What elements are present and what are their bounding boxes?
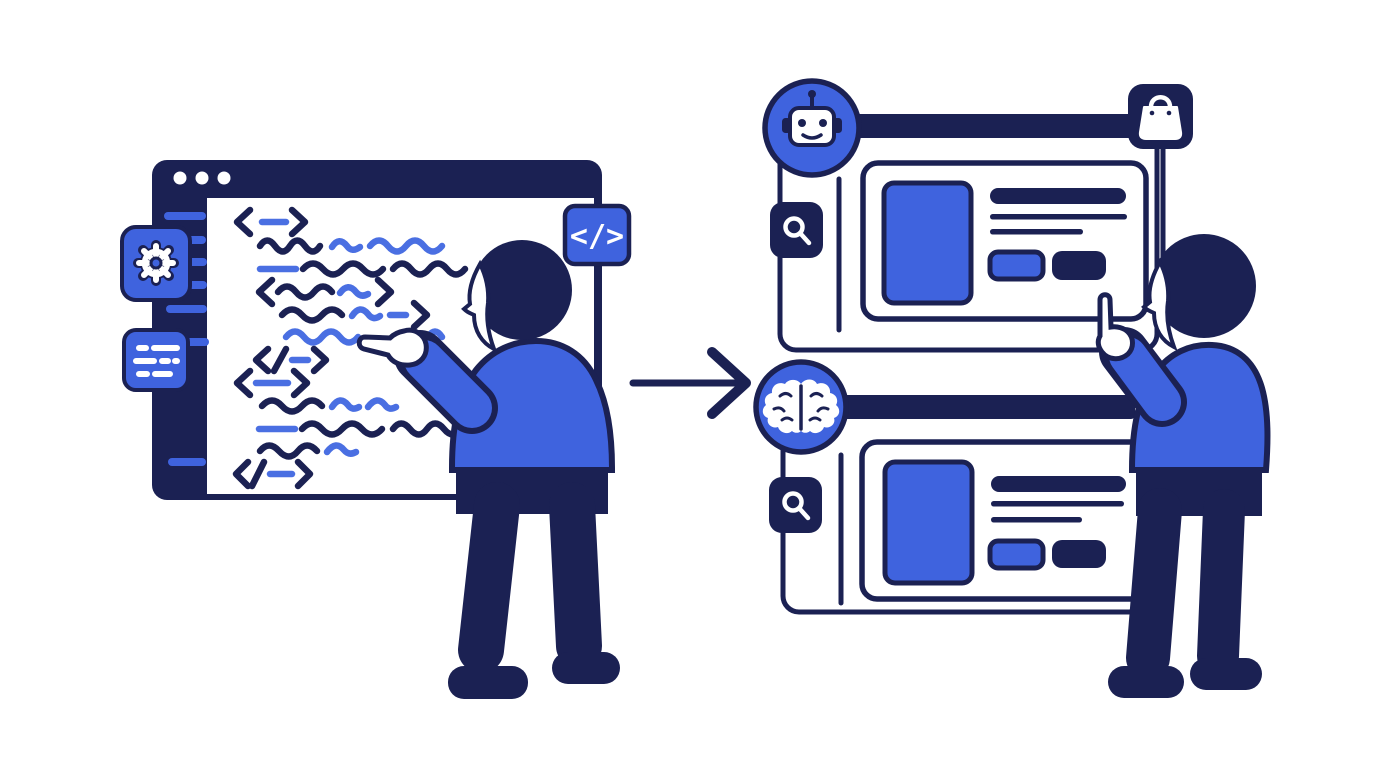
item-image-thumb (882, 459, 975, 586)
arrow-right-icon (629, 347, 751, 419)
developer-foot (552, 652, 620, 684)
window-traffic-dots (173, 171, 231, 185)
code-line (252, 345, 330, 375)
search-badge (770, 202, 823, 258)
code-badge-bg (562, 203, 632, 267)
developer-face (461, 259, 498, 354)
brain-avatar (753, 359, 849, 455)
result-item (860, 160, 1149, 322)
item-text-line (991, 517, 1082, 523)
brain-icon (762, 379, 840, 434)
item-title-bar (990, 188, 1126, 204)
developer-pointing-hand (356, 327, 429, 368)
code-line (233, 367, 311, 399)
item-text-line (990, 229, 1083, 235)
item-text-line (990, 214, 1127, 220)
gear-badge (120, 225, 192, 302)
primary-button (987, 249, 1046, 282)
traffic-dot (217, 171, 231, 185)
shopping-bag-icon (1138, 95, 1183, 140)
search-icon (782, 491, 811, 521)
item-text-line (991, 501, 1124, 507)
robot-avatar (762, 78, 862, 178)
shopper-foot (1108, 666, 1184, 698)
secondary-button (1052, 540, 1106, 568)
list-icon (133, 345, 180, 377)
card-header-bar (802, 395, 1135, 419)
code-line (255, 420, 465, 438)
primary-button (987, 538, 1046, 571)
item-title-bar (991, 476, 1126, 492)
code-line (258, 397, 400, 415)
code-badge: </> (562, 203, 632, 267)
code-line (278, 299, 431, 331)
shopper-arm (1109, 337, 1181, 421)
code-line (256, 260, 469, 278)
search-badge-bg (769, 477, 822, 533)
code-line (255, 276, 395, 308)
list-badge (122, 328, 190, 392)
shopper-face (1141, 257, 1178, 352)
shopper-figure (1095, 234, 1271, 698)
developer-legs (458, 482, 602, 673)
search-badge (769, 477, 822, 533)
developer-figure (356, 240, 620, 699)
developer-hair (472, 240, 572, 340)
shopper-hair (1152, 234, 1256, 338)
shopping-bag-badge (1128, 84, 1193, 149)
code-lines (232, 206, 469, 490)
shopper-legs (1126, 488, 1245, 680)
ai-search-card-bottom (753, 359, 1149, 615)
code-icon: </> (570, 219, 624, 254)
search-badge-bg (770, 202, 823, 258)
ai-search-card-top (762, 78, 1193, 353)
code-line (256, 442, 360, 460)
shopper-foot (1190, 658, 1262, 690)
gear-icon (133, 240, 179, 286)
transform-arrow (629, 347, 751, 419)
developer-arm (404, 340, 492, 428)
item-image-thumb (881, 180, 974, 306)
traffic-dot (173, 171, 187, 185)
code-line (233, 206, 309, 238)
code-line (256, 237, 446, 255)
search-icon (783, 216, 812, 246)
developer-foot (448, 666, 528, 699)
robot-icon (782, 90, 842, 147)
shopper-pointing-hand (1095, 292, 1135, 362)
traffic-dot (195, 171, 209, 185)
secondary-button (1052, 251, 1106, 280)
code-line (232, 458, 314, 490)
card-header-bar (810, 114, 1140, 138)
result-item (859, 439, 1149, 602)
